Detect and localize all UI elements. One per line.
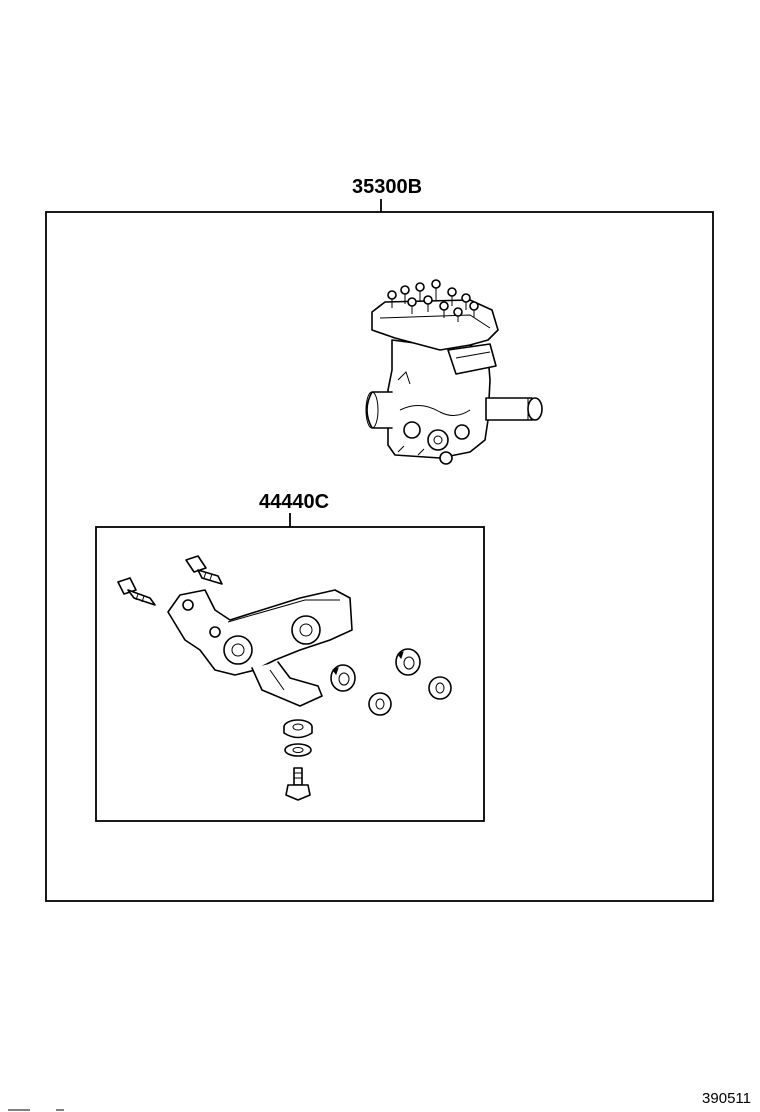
bracket-assembly-drawing: [117, 555, 452, 801]
subassembly-part-number[interactable]: 44440C: [259, 491, 329, 513]
bolt-1: [117, 577, 156, 606]
bolt-2: [185, 555, 223, 585]
washer-1: [368, 692, 392, 716]
actuator-assembly-drawing: [365, 279, 543, 465]
washer-2: [428, 676, 452, 700]
subassembly-frame: [95, 526, 485, 822]
grommet-2: [395, 648, 421, 676]
connector-pins: [387, 279, 479, 322]
drawing-code: 390511: [702, 1090, 751, 1107]
grommet-3: [283, 719, 313, 739]
washer-3: [284, 743, 312, 757]
grommet-1: [330, 664, 356, 692]
assembly-part-number[interactable]: 35300B: [352, 176, 422, 198]
bolt-3: [285, 767, 311, 801]
assembly-frame: [45, 211, 714, 902]
